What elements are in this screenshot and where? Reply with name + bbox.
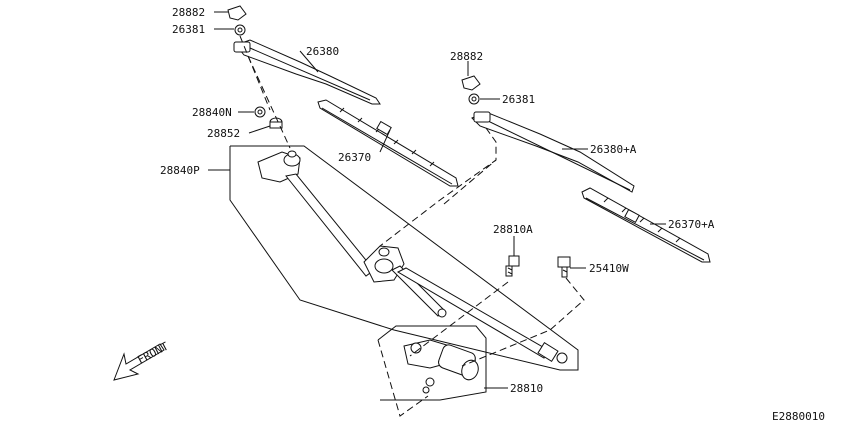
label-26380a: 26380+A — [590, 143, 637, 156]
right-cap — [461, 75, 481, 91]
motor-outline — [377, 325, 487, 401]
nut-28840n — [254, 106, 266, 118]
label-26370: 26370 — [338, 151, 371, 164]
right-wiper-blade — [581, 187, 711, 263]
label-26381-right: 26381 — [502, 93, 535, 106]
part-labels: 28882 26381 26380 28840N 28852 26370 288… — [160, 6, 715, 395]
wiper-motor — [403, 339, 479, 394]
right-wiper-arm — [471, 111, 635, 193]
bolt-28810a — [505, 255, 520, 277]
label-28840n: 28840N — [192, 106, 232, 119]
label-28810a: 28810A — [493, 223, 533, 236]
diagram-code: E2880010 — [772, 410, 825, 423]
left-cap — [227, 5, 247, 21]
front-label: FRONT — [135, 339, 171, 366]
label-26370a: 26370+A — [668, 218, 715, 231]
left-nut — [234, 24, 246, 36]
front-arrow: FRONT — [113, 339, 171, 381]
label-28852: 28852 — [207, 127, 240, 140]
right-nut — [468, 93, 480, 105]
label-28882-right: 28882 — [450, 50, 483, 63]
linkage-outline — [229, 145, 579, 371]
label-28810: 28810 — [510, 382, 543, 395]
leader-lines — [208, 11, 666, 389]
label-28840p: 28840P — [160, 164, 200, 177]
assembly-lines — [239, 35, 585, 417]
left-wiper-blade — [317, 99, 459, 187]
label-26380: 26380 — [306, 45, 339, 58]
label-25410w: 25410W — [589, 262, 629, 275]
bolt-25410w — [557, 256, 571, 278]
label-26381-left: 26381 — [172, 23, 205, 36]
wiper-linkage — [257, 150, 568, 364]
label-28882-left: 28882 — [172, 6, 205, 19]
